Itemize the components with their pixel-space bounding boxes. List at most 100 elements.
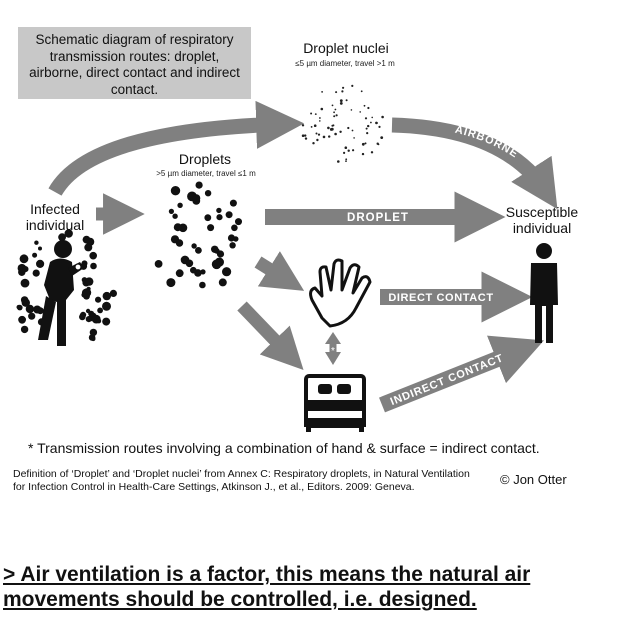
droplet-particles	[154, 181, 242, 289]
spray-dot	[36, 307, 44, 315]
spray-dot	[90, 262, 97, 270]
spray-dot	[22, 266, 29, 273]
spray-dot	[102, 301, 111, 311]
droplet-nucleus-dot	[347, 126, 350, 130]
droplet-nucleus-dot	[339, 99, 343, 102]
droplet-nucleus-dot	[317, 133, 321, 136]
droplet-nucleus-dot	[378, 125, 381, 128]
spray-dot	[91, 336, 96, 342]
droplet-nucleus-dot	[353, 137, 355, 139]
droplet-nucleus-dot	[304, 137, 308, 140]
droplet-nucleus-dot	[327, 126, 330, 130]
droplet-nuclei-particles	[301, 84, 384, 163]
droplet-nucleus-dot	[341, 90, 344, 93]
infected-label-line2: individual	[25, 217, 85, 233]
droplet-nucleus-dot	[361, 152, 365, 156]
droplet-nucleus-dot	[371, 116, 374, 119]
droplet-nucleus-dot	[334, 132, 337, 136]
spray-dot	[20, 278, 30, 288]
infected-person-icon	[38, 240, 84, 346]
droplet-nucleus-dot	[333, 111, 335, 114]
droplet-nucleus-dot	[347, 149, 350, 152]
droplet-nucleus-dot	[352, 149, 355, 152]
droplet-nucleus-dot	[330, 127, 334, 131]
droplet-dot	[216, 250, 225, 258]
droplet-nucleus-dot	[339, 130, 342, 133]
indirect-contact-arrow	[379, 335, 545, 413]
infected-spray-particles	[16, 229, 117, 342]
spray-dot	[34, 240, 39, 245]
droplet-dot	[229, 199, 237, 207]
droplet-dot	[211, 259, 222, 270]
droplet-nucleus-dot	[364, 142, 367, 145]
spray-dot	[18, 315, 26, 324]
droplet-dot	[175, 239, 184, 247]
diagram-title-box: Schematic diagram of respiratory transmi…	[18, 27, 251, 99]
spray-dot	[32, 269, 40, 277]
spray-dot	[109, 289, 117, 297]
droplet-nucleus-dot	[328, 135, 331, 138]
spray-dot	[80, 311, 87, 318]
droplet-nucleus-dot	[337, 160, 340, 163]
susceptible-person-icon	[530, 243, 558, 343]
droplets-size: >5 µm diameter, travel ≤1 m	[156, 169, 256, 178]
droplet-dot	[218, 278, 227, 287]
droplet-nucleus-dot	[370, 121, 372, 124]
droplet-dot	[216, 207, 222, 214]
droplet-nucleus-dot	[367, 106, 370, 110]
droplet-nucleus-dot	[376, 122, 378, 124]
droplet-dot	[222, 267, 232, 277]
droplet-dot	[192, 194, 201, 202]
droplet-nucleus-dot	[310, 126, 313, 128]
droplet-nuclei-size: ≤5 µm diameter, travel >1 m	[295, 59, 395, 68]
spray-dot	[89, 328, 98, 337]
droplet-dot	[233, 236, 239, 242]
droplets-label: Droplets	[178, 151, 232, 167]
ventilation-note-line1: > Air ventilation is a factor, this mean…	[3, 563, 531, 586]
asterisk-mark: *	[331, 346, 335, 357]
droplet-nucleus-dot	[319, 117, 321, 119]
transmission-diagram: AIRBORNE DROPLET DIRECT CONTACT INDIRECT…	[16, 84, 558, 432]
spray-dot	[85, 316, 92, 323]
droplet-nucleus-dot	[345, 99, 348, 102]
spray-dot	[32, 252, 38, 258]
droplet-dot	[170, 186, 181, 196]
spray-dot	[84, 243, 93, 252]
arrow-droplets-to-hand	[254, 251, 305, 291]
spray-dot	[96, 318, 102, 324]
spray-dot	[95, 296, 102, 303]
droplet-nucleus-dot	[361, 142, 365, 146]
hand-bed-arrowhead-down	[325, 352, 341, 365]
spray-dot	[58, 233, 66, 242]
droplet-nucleus-dot	[320, 107, 324, 111]
citation-line2: for Infection Control in Health-Care Set…	[13, 480, 415, 493]
droplet-nucleus-dot	[301, 134, 305, 137]
droplet-dot	[204, 190, 212, 197]
airborne-arrow-to-susceptible	[391, 117, 558, 210]
droplet-dot	[235, 218, 242, 226]
droplet-nucleus-dot	[342, 86, 345, 89]
ventilation-note: > Air ventilation is a factor, this mean…	[3, 562, 618, 612]
droplet-nucleus-dot	[381, 115, 384, 119]
droplet-nucleus-dot	[331, 104, 334, 107]
droplet-dot	[177, 202, 183, 208]
ventilation-note-line2: movements should be controlled, i.e. des…	[3, 588, 477, 611]
droplet-nucleus-dot	[344, 146, 348, 149]
indirect-contact-label: INDIRECT CONTACT	[389, 352, 506, 408]
droplet-nucleus-dot	[331, 124, 334, 127]
droplet-nucleus-dot	[363, 104, 366, 107]
hand-icon	[309, 258, 372, 328]
spray-dot	[38, 246, 42, 251]
droplet-dot	[195, 181, 203, 189]
droplet-nucleus-dot	[360, 90, 363, 93]
droplet-nucleus-dot	[364, 117, 368, 120]
spray-dot	[64, 229, 73, 238]
droplet-dot	[200, 269, 206, 275]
airborne-arrow-to-nuclei	[48, 100, 305, 197]
copyright-credit: © Jon Otter	[500, 472, 567, 487]
spray-dot	[82, 235, 91, 244]
hand-bed-arrowhead-up	[325, 332, 341, 344]
droplet-nucleus-dot	[333, 115, 336, 118]
droplet-nucleus-dot	[319, 120, 321, 122]
infected-individual-label: Infected individual	[10, 201, 100, 233]
